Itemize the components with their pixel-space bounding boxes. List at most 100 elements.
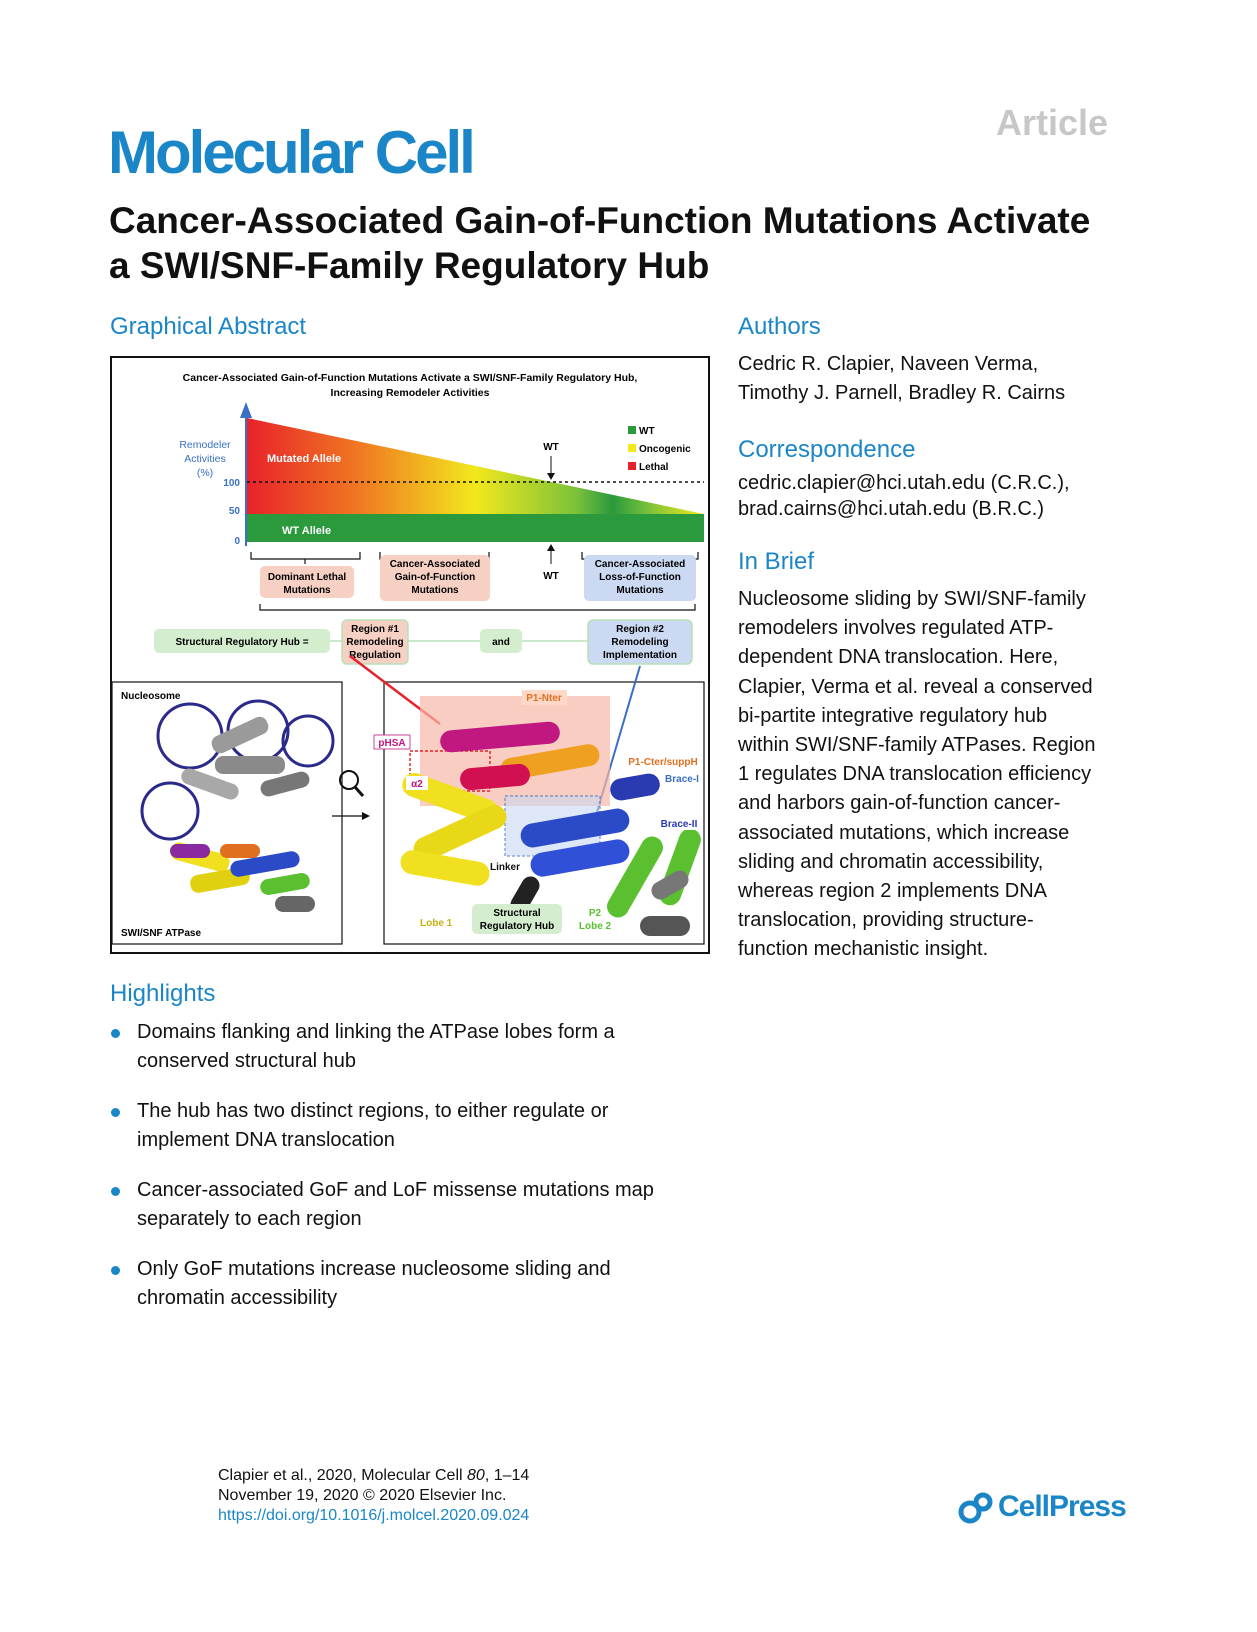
highlight-line: separately to each region (137, 1208, 362, 1230)
hub-small-line1: Structural (493, 908, 540, 919)
p1cter-tag (624, 754, 702, 768)
hub-small-line2: Regulatory Hub (480, 921, 554, 932)
in-brief-line: 1 regulates DNA translocation efficiency (738, 763, 1092, 786)
region1-line2: Remodeling (346, 637, 403, 648)
citation-volume: 80 (467, 1467, 485, 1484)
brace1-tag (662, 771, 702, 785)
and-box (480, 629, 522, 653)
region1-box (341, 619, 409, 665)
authors-list: Cedric R. Clapier, Naveen Verma, Timothy… (738, 350, 1218, 408)
figure-title-line1: Cancer-Associated Gain-of-Function Mutat… (183, 372, 638, 384)
wt-top-arrowhead (547, 473, 555, 480)
dominant-lethal-line1: Dominant Lethal (268, 572, 347, 583)
dominant-lethal-line2: Mutations (283, 585, 331, 596)
nucleosome-label: Nucleosome (121, 691, 181, 702)
hub-structure (400, 696, 701, 936)
mutated-allele-label: Mutated Allele (267, 453, 341, 465)
dominant-lethal-box (260, 566, 354, 598)
highlight-line: Only GoF mutations increase nucleosome s… (137, 1258, 611, 1280)
authors-line: Cedric R. Clapier, Naveen Verma, (738, 353, 1039, 375)
bullet-dot-icon (111, 1266, 120, 1275)
correspondence-email[interactable]: brad.cairns@hci.utah.edu (B.R.C.) (738, 498, 1044, 520)
citation-journal: Clapier et al., 2020, Molecular Cell (218, 1467, 468, 1484)
p1nter-tag (522, 690, 567, 705)
authors-heading: Authors (738, 313, 821, 340)
in-brief-line: within SWI/SNF-family ATPases. Region (738, 734, 1096, 757)
lobe2-label: Lobe 2 (579, 921, 612, 932)
authors-line: Timothy J. Parnell, Bradley R. Cairns (738, 382, 1066, 404)
citation-line1: Clapier et al., 2020, Molecular Cell 80,… (218, 1466, 529, 1486)
legend-swatch-wt (628, 426, 636, 434)
highlights-list: Domains flanking and linking the ATPase … (110, 1018, 710, 1334)
y-label-line2: Activities (184, 453, 225, 465)
p2-label: P2 (589, 908, 602, 919)
wt-allele-label: WT Allele (282, 525, 331, 537)
hub-equation-box (154, 629, 330, 653)
in-brief-line: sliding and chromatin accessibility, (738, 850, 1044, 873)
wt-top-label: WT (543, 442, 559, 453)
alpha2-label: α2 (411, 779, 423, 790)
region2-line1: Region #2 (616, 624, 664, 635)
in-brief-line: Nucleosome sliding by SWI/SNF-family (738, 588, 1086, 610)
in-brief-line: bi-partite integrative regulatory hub (738, 704, 1048, 727)
gof-line1: Cancer-Associated (390, 559, 481, 570)
p1cter-label: P1-Cter/suppH (628, 757, 697, 768)
highlight-line: Cancer-associated GoF and LoF missense m… (137, 1179, 654, 1201)
correspondence-email[interactable]: cedric.clapier@hci.utah.edu (C.R.C.), (738, 472, 1070, 494)
in-brief-text: Nucleosome sliding by SWI/SNF-family rem… (738, 585, 1138, 965)
region1-line1: Region #1 (351, 624, 399, 635)
in-brief-line: dependent DNA translocation. Here, (738, 646, 1059, 669)
phsa-label: pHSA (378, 738, 405, 749)
cellpress-logo: CellPress (958, 1490, 1127, 1526)
wt-bottom-arrowhead (547, 544, 555, 551)
hub-equation-label: Structural Regulatory Hub = (175, 637, 308, 648)
lobe1-label: Lobe 1 (420, 918, 453, 929)
y-axis-arrow (240, 402, 252, 418)
legend-label-wt: WT (639, 426, 655, 437)
in-brief-line: remodelers involves regulated ATP- (738, 617, 1054, 640)
y-label-line3: (%) (197, 467, 213, 479)
bullet-dot-icon (111, 1029, 120, 1038)
gof-line3: Mutations (411, 585, 459, 596)
paper-title: Cancer-Associated Gain-of-Function Mutat… (109, 200, 1091, 286)
mutated-allele-gradient (247, 418, 704, 542)
bullet-dot-icon (111, 1187, 120, 1196)
alpha2-tag (406, 776, 428, 790)
article-label: Article (996, 102, 1109, 143)
in-brief-line: translocation, providing structure- (738, 909, 1034, 932)
tick-0: 0 (234, 536, 240, 547)
region2-line3: Implementation (603, 650, 677, 661)
hub-small-box (472, 904, 562, 934)
in-brief-line: and harbors gain-of-function cancer- (738, 792, 1061, 815)
correspondence-emails: cedric.clapier@hci.utah.edu (C.R.C.), br… (738, 470, 1218, 522)
p1nter-label: P1-Nter (526, 693, 562, 704)
lof-line1: Cancer-Associated (595, 559, 686, 570)
bracket-lethal (250, 552, 361, 564)
phsa-tag (373, 734, 411, 750)
wt-allele-bar (247, 514, 704, 542)
region2-line2: Remodeling (611, 637, 668, 648)
atpase-label: SWI/SNF ATPase (121, 928, 201, 939)
graphical-abstract-figure: Cancer-Associated Gain-of-Function Mutat… (110, 356, 710, 954)
doi-link[interactable]: https://doi.org/10.1016/j.molcel.2020.09… (218, 1507, 530, 1524)
highlight-line: conserved structural hub (137, 1050, 357, 1072)
journal-title: Molecular Cell (108, 119, 476, 186)
lof-box (584, 555, 696, 601)
legend-label-oncogenic: Oncogenic (639, 444, 691, 455)
region2-box (587, 619, 693, 665)
tick-100: 100 (223, 478, 240, 489)
gof-box (380, 555, 490, 601)
legend-swatch-lethal (628, 462, 636, 470)
citation: Clapier et al., 2020, Molecular Cell 80,… (218, 1466, 529, 1526)
figure-title-line2: Increasing Remodeler Activities (331, 387, 490, 399)
and-label: and (492, 637, 510, 648)
bullet-dot-icon (111, 1108, 120, 1117)
highlight-item: Only GoF mutations increase nucleosome s… (110, 1255, 710, 1313)
lof-line2: Loss-of-Function (599, 572, 681, 583)
correspondence-heading: Correspondence (738, 436, 916, 463)
legend-swatch-oncogenic (628, 444, 636, 452)
cellpress-logo-icon (958, 1492, 993, 1524)
highlight-item: The hub has two distinct regions, to eit… (110, 1097, 710, 1155)
brace2-tag (656, 816, 702, 830)
citation-pages: , 1–14 (484, 1467, 530, 1484)
